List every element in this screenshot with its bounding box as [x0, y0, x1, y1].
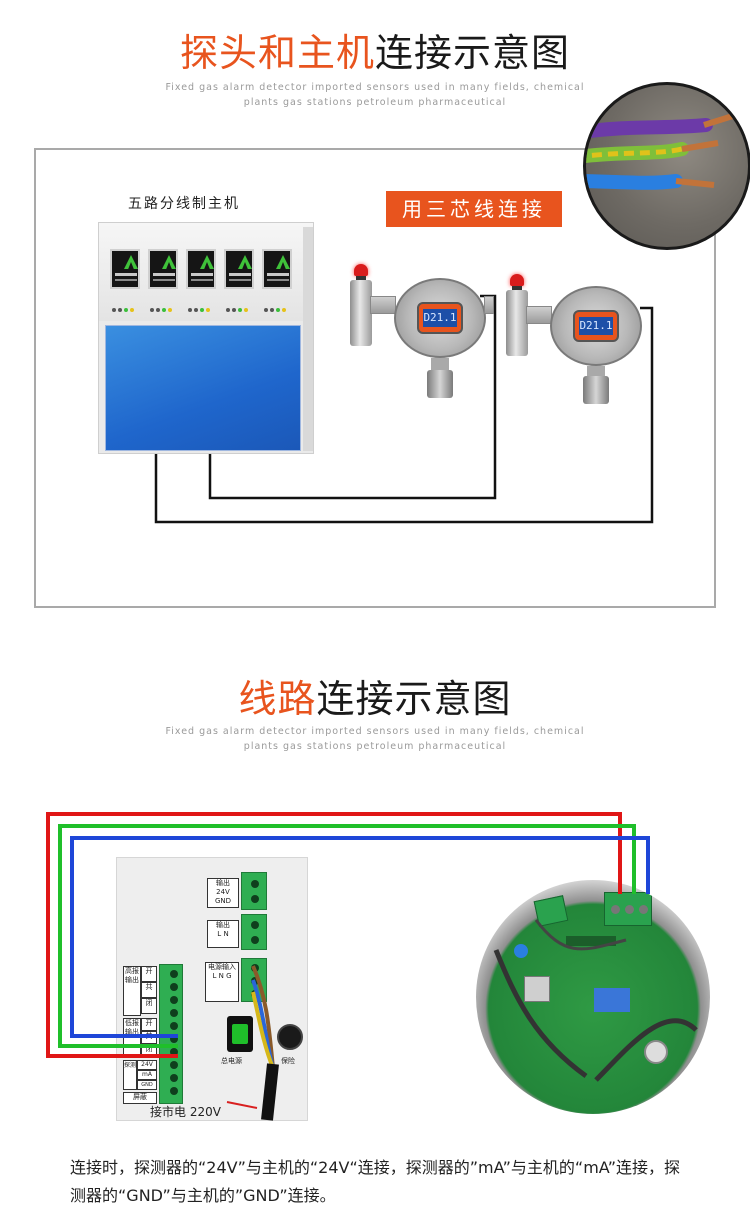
out-24v-label: 输出 24V GND: [207, 878, 239, 908]
module-leds-3: [188, 297, 220, 312]
mains-220v-label: 接市电 220V: [150, 1105, 221, 1119]
high-alarm-label: 高报输出: [123, 966, 141, 1016]
pcb-terminal: [604, 892, 652, 926]
host-front-panel: [105, 325, 301, 451]
fuse-icon: [277, 1024, 303, 1050]
host-label: 五路分线制主机: [128, 196, 240, 212]
host-module-bay: [99, 223, 313, 321]
section1-title-highlight: 探头和主机: [179, 31, 375, 75]
detector-reading: D21.1: [423, 309, 457, 327]
pcb-wiring: [493, 919, 698, 1082]
section2-subtitle: Fixed gas alarm detector imported sensor…: [160, 724, 590, 754]
power-switch-label: 总电源: [221, 1057, 242, 1065]
module-leds-1: [112, 297, 144, 312]
host-module-5: [262, 249, 292, 289]
sensor-cap: [427, 370, 453, 398]
section1-title-rest: 连接示意图: [375, 31, 571, 75]
wiring-note: 连接时，探测器的“24V”与主机的“24V“连接，探测器的”mA”与主机的“mA…: [70, 1158, 681, 1205]
probe-label: 探测: [123, 1060, 137, 1090]
power-switch-icon: [227, 1016, 253, 1052]
gas-detector-2: D21.1: [500, 272, 650, 422]
section2-title: 线路连接示意图: [0, 668, 750, 723]
section2-subtitle-line2: plants gas stations petroleum pharmaceut…: [243, 741, 507, 752]
module-leds-2: [150, 297, 182, 312]
host-module-4: [224, 249, 254, 289]
probe-24v-label: 24V: [137, 1060, 157, 1070]
detector-head: D21.1: [394, 278, 486, 358]
section1-title: 探头和主机连接示意图: [0, 22, 750, 77]
out-ln-label: 输出 L N: [207, 920, 239, 948]
section1-subtitle-line1: Fixed gas alarm detector imported sensor…: [165, 82, 585, 93]
module-leds-4: [226, 297, 258, 312]
probe-gnd-label: GND: [137, 1080, 157, 1090]
terminal-24v-out: [241, 872, 267, 910]
host-module-2: [148, 249, 178, 289]
module-leds-5: [264, 297, 296, 312]
terminal-ln-out: [241, 914, 267, 950]
three-core-cable-photo: [583, 82, 750, 250]
section2-title-highlight: 线路: [238, 677, 317, 721]
power-input-label: 电源输入 L N G: [205, 962, 239, 1002]
host-module-3: [186, 249, 216, 289]
detector-pcb-photo: [476, 880, 710, 1114]
detector-head: D21.1: [550, 286, 642, 366]
fuse-label: 保险: [281, 1057, 295, 1065]
gas-detector-1: D21.1: [340, 262, 494, 412]
potentiometer-icon: [594, 988, 630, 1012]
host-module-1: [110, 249, 140, 289]
three-core-badge: 用三芯线连接: [386, 191, 562, 227]
alarm-lamp-icon: [354, 264, 368, 276]
sensor-cap: [583, 376, 609, 404]
mains-cable: [226, 965, 279, 1121]
shield-label: 屏蔽: [123, 1092, 157, 1104]
sensor-socket-icon: [524, 976, 550, 1002]
alarm-lamp-icon: [510, 274, 524, 286]
five-channel-host: [98, 222, 314, 454]
host-side: [303, 227, 313, 451]
section2-subtitle-line1: Fixed gas alarm detector imported sensor…: [165, 726, 585, 737]
section2-title-rest: 连接示意图: [316, 677, 512, 721]
sensor-tube: [506, 290, 528, 356]
detector-reading: D21.1: [579, 317, 613, 335]
section1-subtitle-line2: plants gas stations petroleum pharmaceut…: [243, 97, 507, 108]
sensor-tube: [350, 280, 372, 346]
probe-ma-label: mA: [137, 1070, 157, 1080]
section1-subtitle: Fixed gas alarm detector imported sensor…: [160, 80, 590, 110]
